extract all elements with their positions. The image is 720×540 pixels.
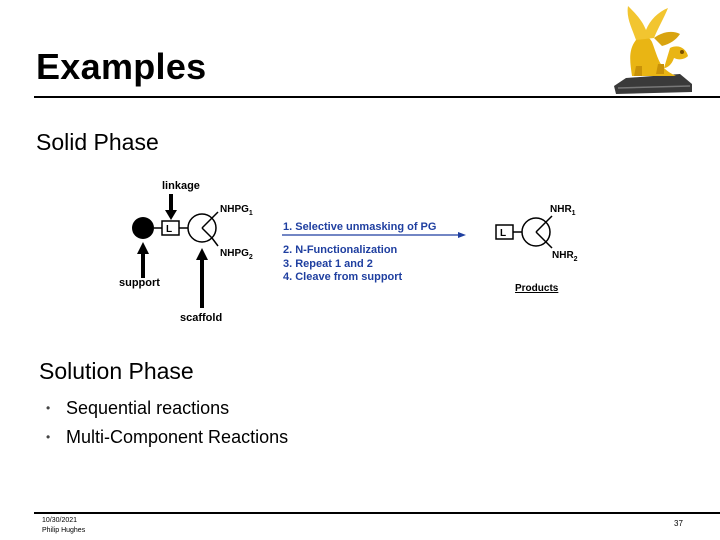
product-scaffold-circle <box>521 217 551 247</box>
step-1: 1. Selective unmasking of PG <box>283 221 436 233</box>
step-3: 3. Repeat 1 and 2 <box>283 258 373 270</box>
scaffold-label: scaffold <box>180 312 222 324</box>
solid-phase-diagram: L NHPG1 NHPG2 linkage support scaffold 1… <box>110 172 590 332</box>
solution-phase-heading: Solution Phase <box>39 358 194 384</box>
solid-phase-heading: Solid Phase <box>36 129 159 155</box>
slide-title: Examples <box>36 46 207 87</box>
list-item: •Multi-Component Reactions <box>46 426 289 447</box>
scaffold-circle <box>187 213 217 243</box>
linkage-label: linkage <box>162 180 200 192</box>
r1-label: NHR1 <box>550 204 576 217</box>
page-number: 37 <box>674 519 683 528</box>
title-divider <box>34 96 720 98</box>
products-label: Products <box>515 283 559 294</box>
footer-date: 10/30/2021 <box>42 517 78 524</box>
linker-box-label: L <box>166 224 172 235</box>
bullet-icon: • <box>46 429 51 444</box>
pg2-label: NHPG2 <box>220 248 253 261</box>
step-4: 4. Cleave from support <box>283 271 403 283</box>
footer-divider <box>34 512 720 514</box>
list-item: •Sequential reactions <box>46 397 230 418</box>
winged-lion-logo-icon <box>606 0 698 96</box>
bullet-icon: • <box>46 400 51 415</box>
support-label: support <box>119 277 160 289</box>
r2-label: NHR2 <box>552 250 578 263</box>
support-bead <box>132 217 154 239</box>
pg1-label: NHPG1 <box>220 204 253 217</box>
step-2: 2. N-Functionalization <box>283 244 398 256</box>
footer-author: Philip Hughes <box>42 527 86 534</box>
solution-bullet-list: •Sequential reactions •Multi-Component R… <box>46 393 288 451</box>
product-linker-label: L <box>500 228 506 239</box>
